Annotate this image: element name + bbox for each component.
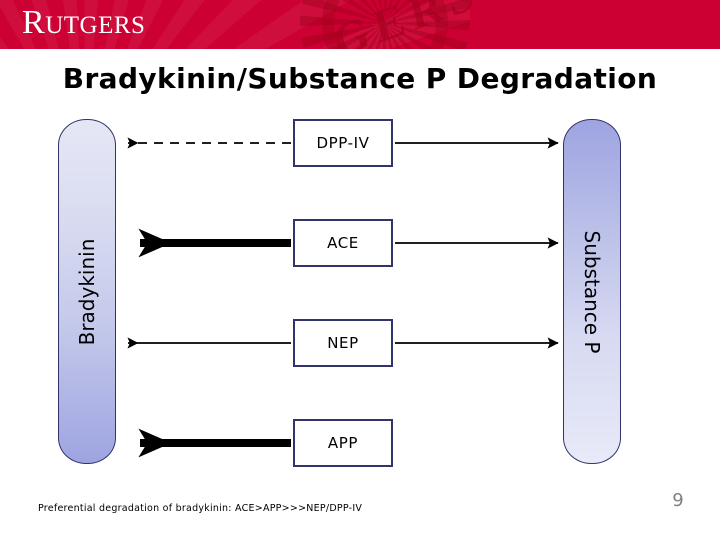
enzyme-box-ace[interactable]: ACE [293,219,393,267]
substance-p-bar[interactable]: Substance P [563,119,621,464]
rutgers-wordmark: RUTGERS [22,6,145,43]
footer-note: Preferential degradation of bradykinin: … [38,503,363,514]
enzyme-box-dppiv[interactable]: DPP-IV [293,119,393,167]
page-number: 9 [672,490,684,511]
wordmark-initial: R [22,4,46,41]
substance-p-bar-label: Substance P [580,230,604,353]
rutgers-header-banner: GERS RUTGERS [0,0,720,49]
page-title: Bradykinin/Substance P Degradation [62,62,658,95]
enzyme-box-app[interactable]: APP [293,419,393,467]
wordmark-rest: UTGERS [45,12,146,39]
bradykinin-bar[interactable]: Bradykinin [58,119,116,464]
enzyme-box-nep[interactable]: NEP [293,319,393,367]
bradykinin-bar-label: Bradykinin [75,238,99,345]
